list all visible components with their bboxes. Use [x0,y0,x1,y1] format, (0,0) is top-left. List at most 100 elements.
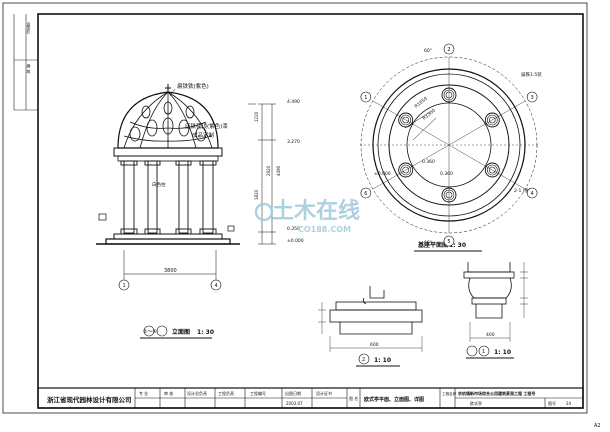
plan-leaders [404,111,437,141]
title-block: 浙江省现代园林设计有限公司 专 业 审 核 设计总负责 工程负责 工程编号 出图… [37,387,584,409]
dim-v3: 2920 [266,165,271,176]
architrave [117,155,219,162]
plan-column-ring [402,116,409,124]
watermark-logo-icon [254,202,274,222]
outer-border [2,2,588,414]
tb-col-b: 审 核 [164,390,173,396]
plan-r: R1650 [414,96,429,110]
level-mid: 3.270 [287,139,300,145]
plan-angle-bottom: 60° [424,240,432,246]
plan-column-ring [441,87,457,103]
columns [120,160,217,235]
plan-axis-bubble [443,43,455,55]
plan-column-ring [445,91,453,99]
plan-column-ring [484,112,500,128]
tb-col-f: 出图日期 [285,390,301,396]
plan-section: 2-1 (余同) [514,187,536,194]
plan-column-ring [398,162,414,178]
plan-column-ring [487,164,498,176]
plan-columns [398,87,500,203]
level-low: 0.350 [287,226,300,232]
tb-col-a: 专 业 [139,390,148,396]
plan-joint: 扁铁1:5装 [521,71,542,78]
finial [165,84,171,92]
tb-project: 余杭镇新市场综合公用建筑景观工程 工程号 [457,390,535,396]
dim-total: 3800 [164,268,177,274]
plan-column-ring [489,166,496,174]
watermark-brand: 土木在线 [272,198,360,224]
tb-col-g: 设计证书 [316,390,332,396]
plan-axis-bubbles: 1 2 3 4 5 6 [360,43,538,247]
axis-label-1: 1 [123,283,126,289]
plan-axis-bubble [360,91,372,103]
tb-sheet-no-label: 图号 [548,400,556,406]
side-block-right [227,225,235,232]
detail-1: 400 1 1: 10 [463,262,528,359]
finish-label-2: 成品定制 [192,131,215,139]
plan-column-ring [402,166,409,174]
tb-date: 2003.07 [286,401,303,406]
tb-col-e: 工程编号 [250,390,266,396]
base-step-2 [105,238,231,245]
axis-label-4: 4 [215,283,218,289]
plan-zero: ±0.000 [374,171,391,177]
plan-column-ring [398,112,414,128]
plan-axis-label: 6 [364,191,367,197]
finish-label: 应铁花顶(紫色)漆 [185,122,228,130]
dim-v4: 4490 [276,165,281,176]
dim-v2: 1820 [254,189,259,200]
axis-bubble-1 [118,279,130,291]
plan-axis-bubble [526,187,538,199]
plan-axis-label: 2 [447,47,450,53]
plan-axis-label: 4 [531,191,534,197]
tb-drawing-name: 欧式亭平面、立面图、详图 [364,396,424,403]
detail2-dim: 600 [370,342,379,348]
plan-column-ring [443,89,455,101]
tb-name-label: 图 名 [349,395,358,401]
plan-axis-bubble [443,235,455,247]
plan-axis-label: 1 [364,95,367,101]
plan-column-ring [445,191,453,199]
plan-axis-label: 3 [531,95,534,101]
plan-column-ring [484,162,500,178]
caption-bubble-b [156,325,168,337]
detail1-caption-scale: 1: 10 [494,349,511,356]
plan-axis-label: 5 [447,239,450,245]
level-top: 4.490 [287,99,300,105]
plan-view: 60° 60° R1650 R1300 0.360 0.360 ±0.000 扁… [360,48,542,252]
plan-column-ring [443,189,455,201]
entablature [113,147,223,157]
left-strip: 会签栏 建 筑 [13,14,38,111]
base-step-1 [113,233,223,240]
plan-angle-top: 60° [424,48,432,54]
plan-axis-bubble [360,187,372,199]
detail1-dim: 400 [486,332,495,338]
dome-label: 扁铁铁(紫色) [177,82,209,90]
horizontal-dimension [123,250,217,280]
detail1-caption-num: 1 [482,349,485,355]
elev-caption-num: ①～④ [143,329,157,335]
detail2-caption-num: 2 [362,357,365,363]
strip-bottom-text: 建 筑 [27,63,32,74]
plan-caption-scale: 1: 30 [449,242,466,249]
plan-column-ring [441,187,457,203]
elev-caption-text: 立面图 [172,328,190,336]
tb-col-c: 设计总负责 [187,390,207,396]
plan-axis-bubble [526,91,538,103]
detail-2: 600 2 1: 10 [318,286,423,367]
plan-column-ring [400,164,411,176]
strip-top-text: 会签栏 [27,21,32,35]
side-block-left [98,213,107,221]
tb-sheet-no: 24 [566,401,572,406]
plan-level-2: 0.360 [440,171,453,177]
elev-caption-scale: 1: 30 [197,329,214,336]
elevation-view: 扁铁铁(紫色) 应铁花顶(紫色)漆 成品定制 白色柱 4.490 3.270 0… [96,82,304,339]
caption-bubble-a [143,325,155,337]
detail2-caption-scale: 1: 10 [374,357,391,364]
watermark-url: CO188.COM [298,225,351,234]
level-base: ±0.000 [287,238,304,244]
plan-caption-text: 基座平面图 [417,241,448,249]
page-mark: A2 [594,423,601,429]
plan-column-ring [487,114,498,126]
